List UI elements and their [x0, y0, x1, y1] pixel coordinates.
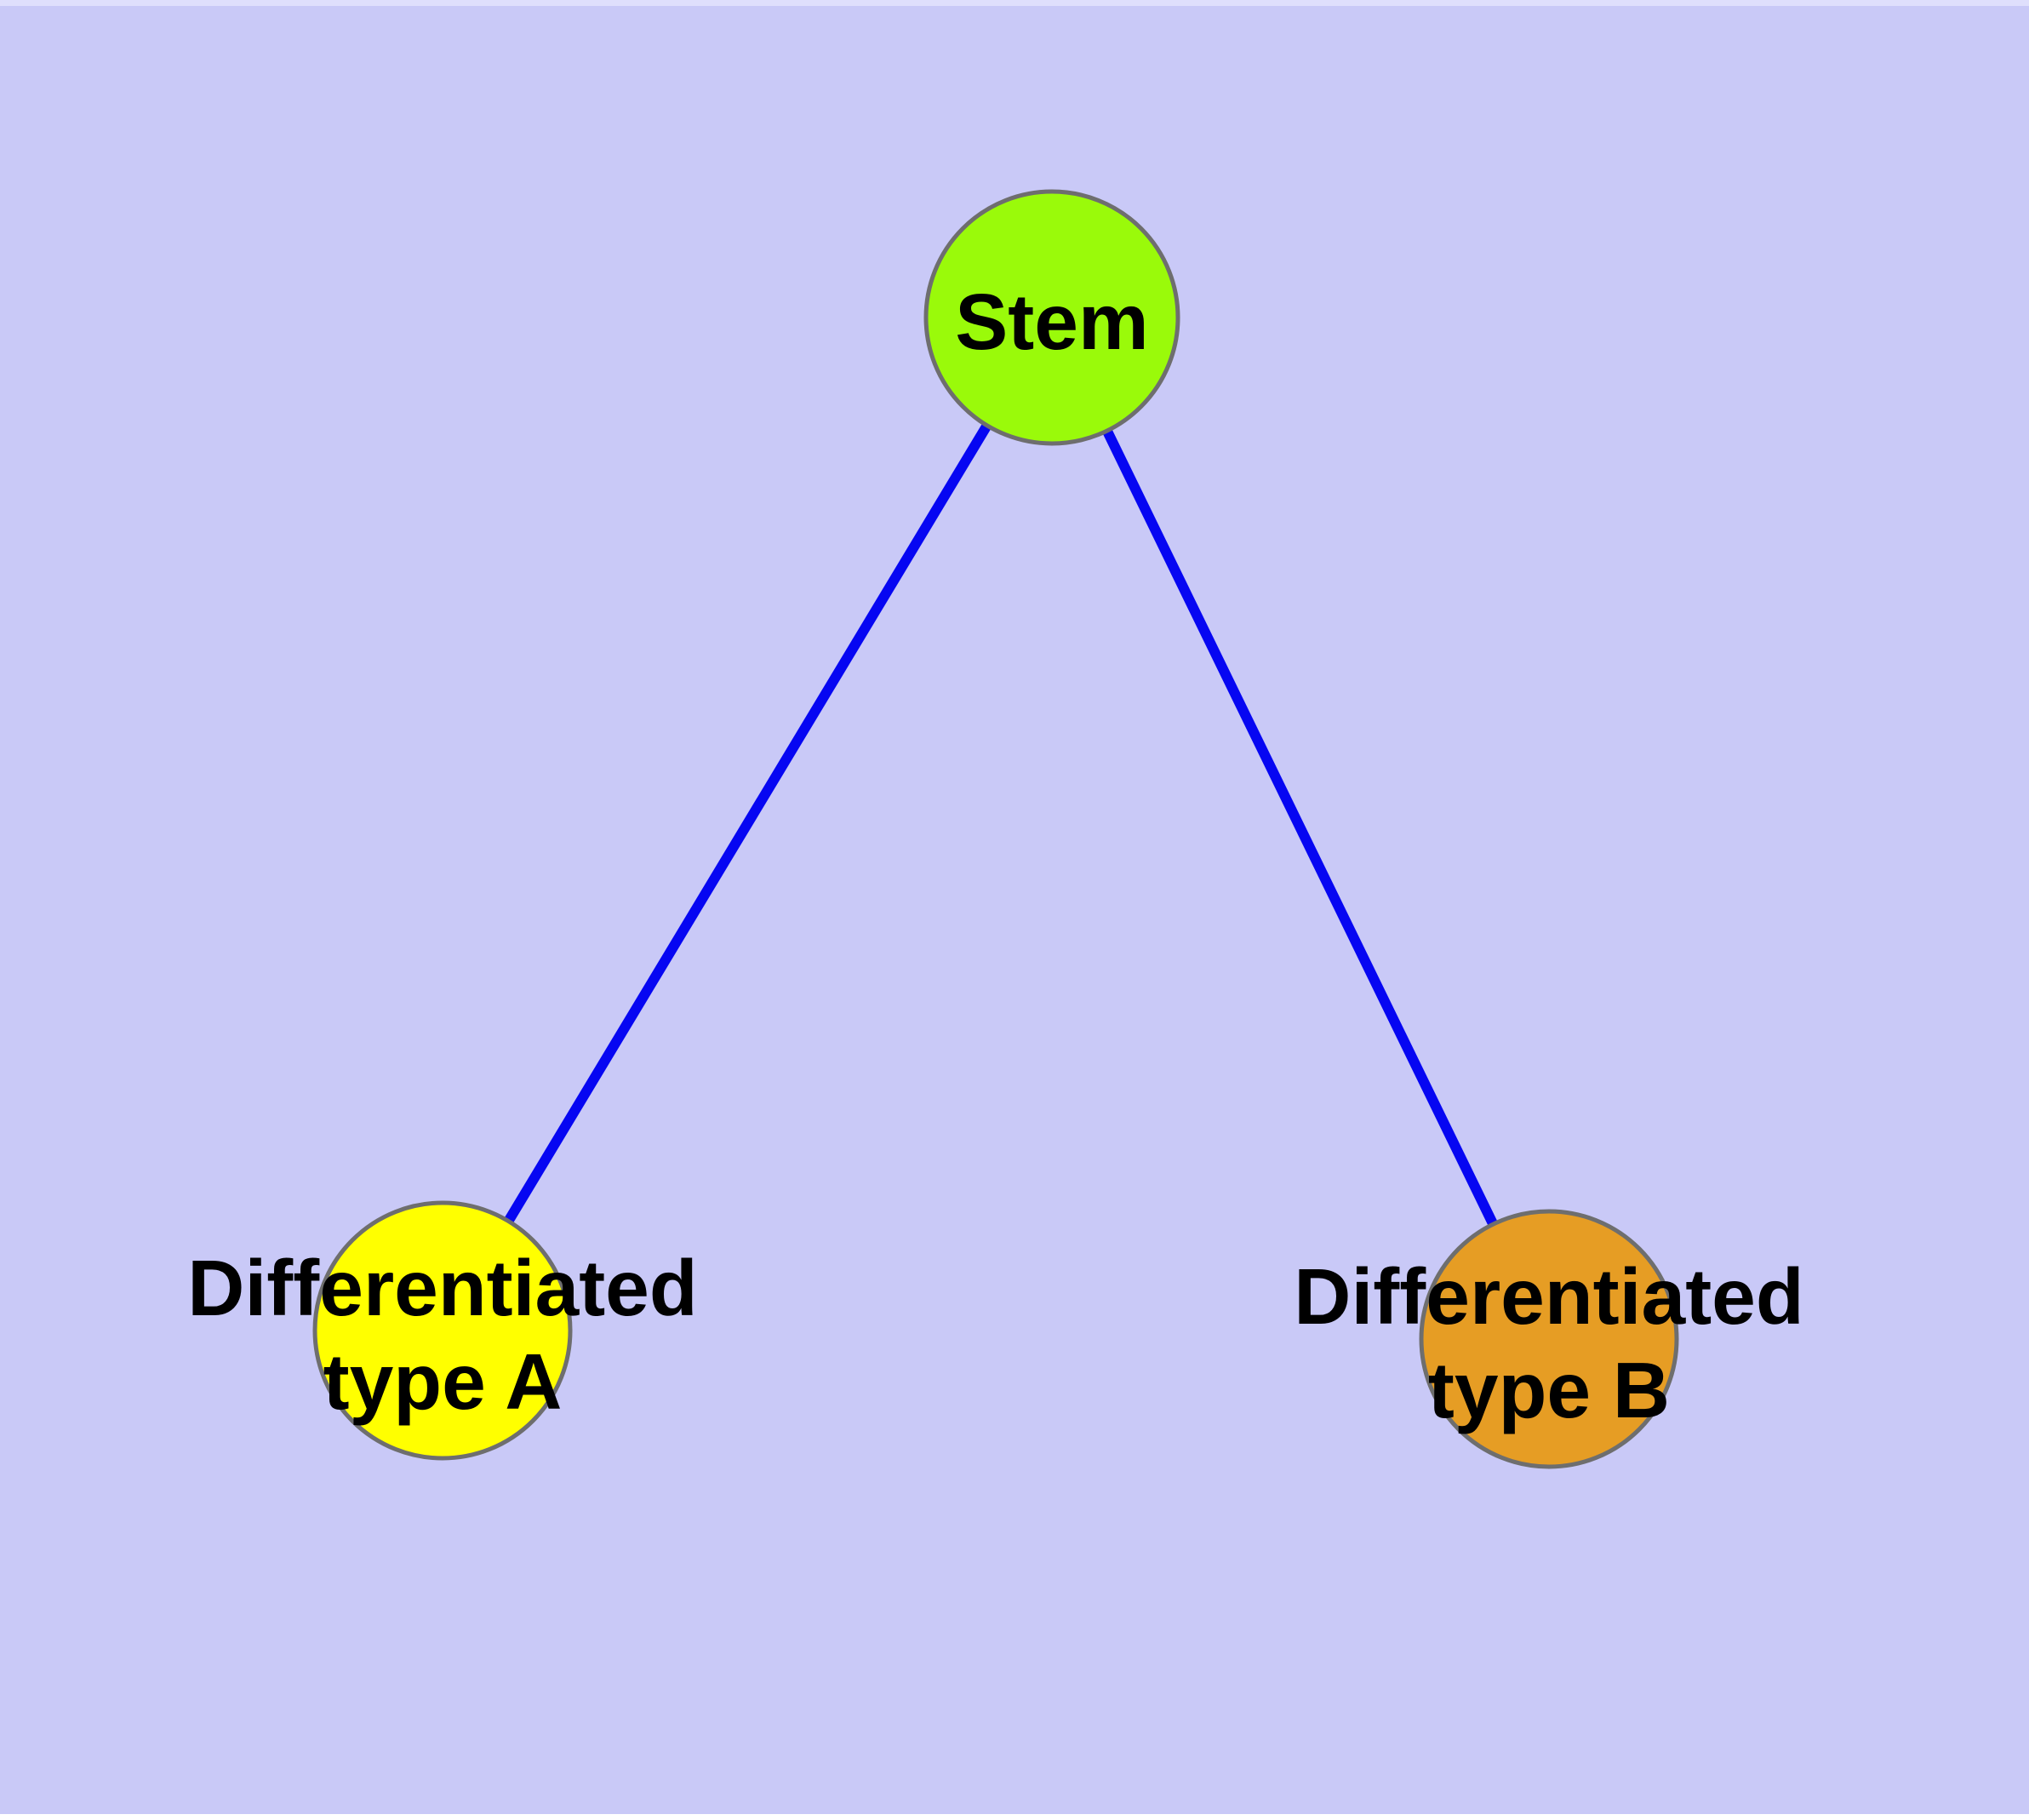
edges-layer [437, 314, 1554, 1342]
node-stem [923, 189, 1180, 446]
node-differentiated-type-b [1419, 1209, 1679, 1469]
top-strip [0, 0, 2029, 6]
edge-stem-to-differentiated-type-a [437, 314, 1057, 1334]
bottom-strip [0, 1814, 2029, 1820]
node-label-stem: Stem [955, 278, 1148, 366]
nodes-layer [312, 189, 1679, 1469]
node-differentiated-type-a [312, 1200, 573, 1461]
edge-stem-to-differentiated-type-b [1047, 315, 1554, 1342]
